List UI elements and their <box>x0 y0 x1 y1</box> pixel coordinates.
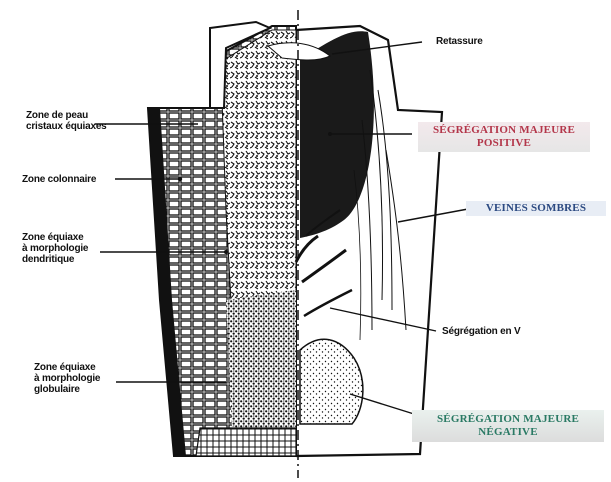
ingot-left-half <box>148 22 296 456</box>
columnar-zone-label: Zone colonnaire <box>22 174 96 185</box>
equiaxed-globular-region <box>226 290 296 428</box>
retassure-label: Retassure <box>436 36 483 47</box>
bottom-grain-grid <box>196 428 296 456</box>
negative-segregation-box: SÉGRÉGATION MAJEURE NÉGATIVE <box>412 410 604 442</box>
equiaxed-globular-label: Zone équiaxe à morphologie globulaire <box>34 362 100 395</box>
negative-segregation-line1: SÉGRÉGATION MAJEURE <box>412 413 604 426</box>
v-segregation-label: Ségrégation en V <box>442 326 521 337</box>
equiaxed-dendritic-label: Zone équiaxe à morphologie dendritique <box>22 232 88 265</box>
skin-zone-label: Zone de peau cristaux équiaxes <box>26 110 107 132</box>
dark-veins-text: VEINES SOMBRES <box>466 202 606 215</box>
equiaxed-dendritic-region <box>222 30 296 330</box>
negative-segregation-line2: NÉGATIVE <box>412 426 604 439</box>
positive-segregation-line1: SÉGRÉGATION MAJEURE <box>418 124 590 137</box>
positive-segregation-box: SÉGRÉGATION MAJEURE POSITIVE <box>418 122 590 152</box>
dark-veins-box: VEINES SOMBRES <box>466 201 606 216</box>
negative-segregation-region <box>300 339 363 424</box>
positive-segregation-line2: POSITIVE <box>418 137 590 150</box>
